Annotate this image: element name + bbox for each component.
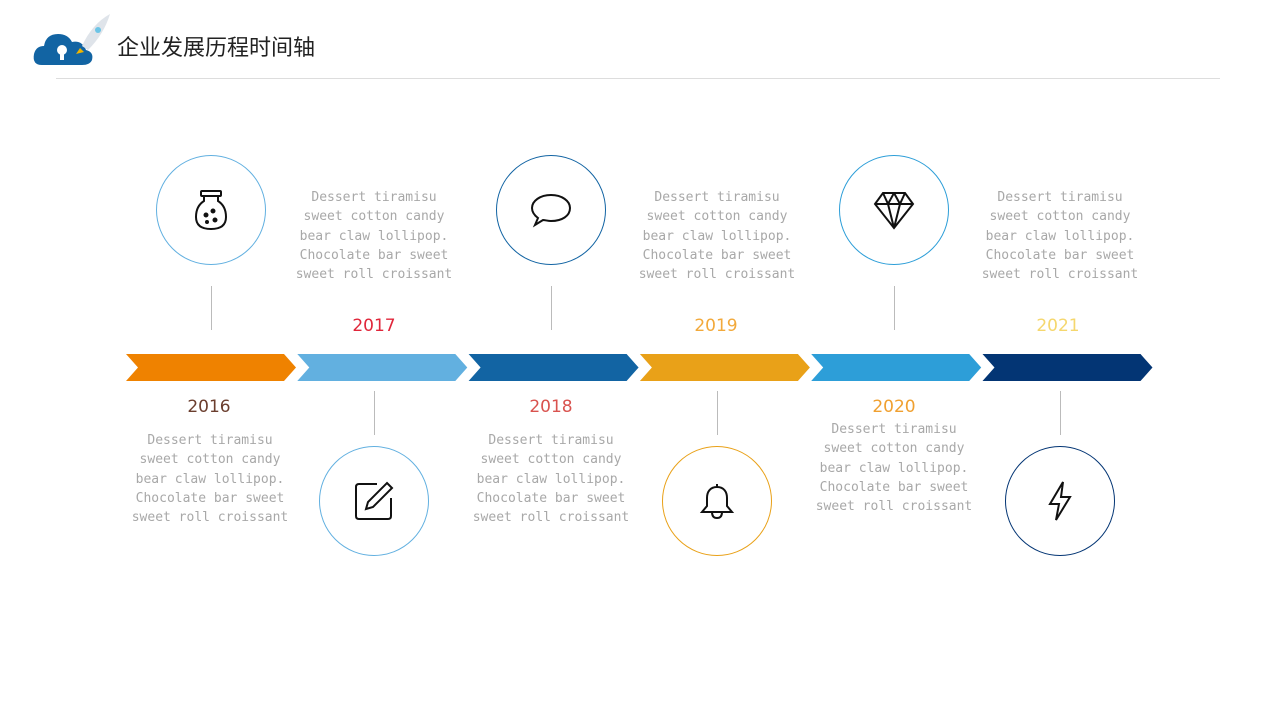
milestone-2016-icon-circle xyxy=(156,155,266,265)
connector-line xyxy=(211,286,212,330)
cloud-rocket-logo xyxy=(33,14,110,65)
milestone-2016-description: Dessert tiramisu sweet cotton candy bear… xyxy=(131,433,289,526)
milestone-2021-icon-circle xyxy=(1005,446,1115,556)
year-label-2021: 2021 xyxy=(1036,316,1080,336)
timeline-segment-2021 xyxy=(982,354,1153,381)
year-label-2016: 2016 xyxy=(187,397,231,417)
header-divider xyxy=(56,78,1220,79)
lightning-icon xyxy=(1048,481,1072,521)
bell-icon xyxy=(699,484,735,520)
timeline-segment-2020 xyxy=(811,354,982,381)
connector-line xyxy=(1060,391,1061,435)
timeline-segment-2019 xyxy=(639,354,810,381)
year-label-2017: 2017 xyxy=(352,316,396,336)
chat-bubble-icon xyxy=(530,193,572,228)
year-label-2019: 2019 xyxy=(694,316,738,336)
year-label-2018: 2018 xyxy=(529,397,573,417)
page-title: 企业发展历程时间轴 xyxy=(117,36,316,61)
milestone-2019-description: Dessert tiramisu sweet cotton candy bear… xyxy=(638,190,796,283)
edit-icon xyxy=(355,481,394,520)
timeline-segment-2016 xyxy=(126,354,296,381)
milestone-2021-description: Dessert tiramisu sweet cotton candy bear… xyxy=(981,190,1139,283)
milestone-2017-description: Dessert tiramisu sweet cotton candy bear… xyxy=(295,190,453,283)
milestone-2017-icon-circle xyxy=(319,446,429,556)
milestone-2018-icon-circle xyxy=(496,155,606,265)
year-label-2020: 2020 xyxy=(872,397,916,417)
milestone-2020-description: Dessert tiramisu sweet cotton candy bear… xyxy=(815,422,973,515)
connector-line xyxy=(374,391,375,435)
connector-line xyxy=(717,391,718,435)
timeline-segment-2018 xyxy=(468,354,639,381)
connector-line xyxy=(551,286,552,330)
jar-icon xyxy=(194,190,228,231)
milestone-2018-description: Dessert tiramisu sweet cotton candy bear… xyxy=(472,433,630,526)
diamond-icon xyxy=(873,192,915,230)
milestone-2019-icon-circle xyxy=(662,446,772,556)
timeline-segment-2017 xyxy=(297,354,468,381)
connector-line xyxy=(894,286,895,330)
milestone-2020-icon-circle xyxy=(839,155,949,265)
